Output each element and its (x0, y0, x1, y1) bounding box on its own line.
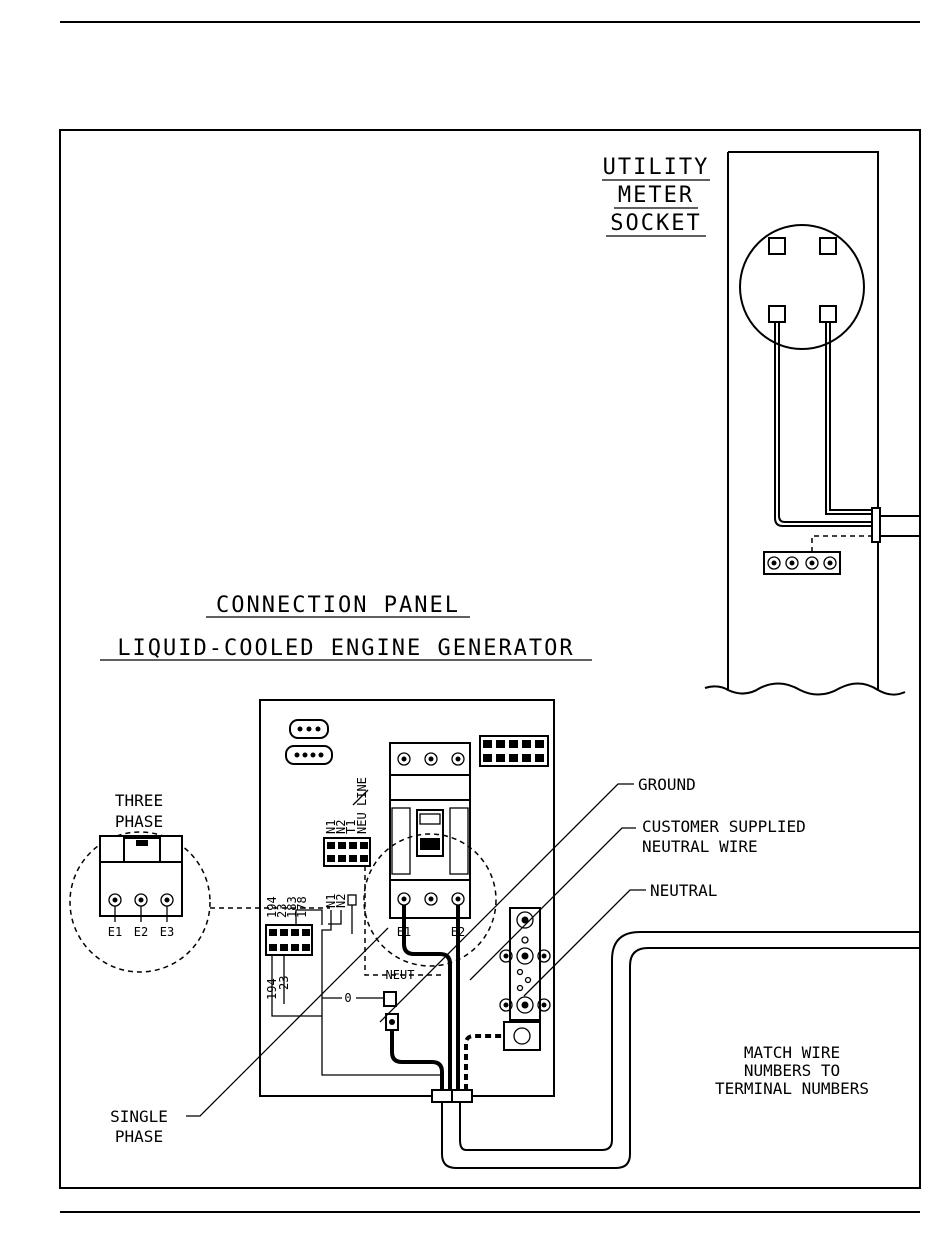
panel-title-line2: LIQUID-COOLED ENGINE GENERATOR (117, 636, 574, 661)
three-phase-e3: E3 (160, 925, 174, 939)
wire-label-0: 0 (344, 991, 351, 1005)
callout-customer-neutral-1: CUSTOMER SUPPLIED (642, 817, 806, 836)
meter-box (728, 152, 878, 690)
wire-label-n2: N2 (334, 894, 348, 908)
utility-meter-socket: UTILITY METER SOCKET (602, 152, 920, 695)
utility-meter-label-line2: METER (618, 183, 694, 208)
neut-label: NEUT (386, 968, 415, 982)
utility-meter-label-line1: UTILITY (603, 155, 710, 180)
meter-jaw (769, 238, 785, 254)
conduit-fitting (872, 508, 880, 542)
connection-panel: E1 E2 N1 N2 T1 NEU LINE N1 N2 194 23 183… (260, 700, 554, 1102)
panel-title-line1: CONNECTION PANEL (216, 593, 460, 618)
callout-ground: GROUND (638, 775, 696, 794)
ground-conductor (392, 1030, 442, 1090)
wire-label-178: 178 (295, 896, 309, 918)
meter-jaw (820, 306, 836, 322)
note-match-2: NUMBERS TO (744, 1061, 840, 1080)
label-neu: NEU (355, 812, 369, 834)
three-phase-e1: E1 (108, 925, 122, 939)
callout-customer-neutral-2: NEUTRAL WIRE (642, 837, 758, 856)
meter-jaw (769, 306, 785, 322)
meter-jaw (820, 238, 836, 254)
three-phase-e2: E2 (134, 925, 148, 939)
note-match-1: MATCH WIRE (744, 1043, 840, 1062)
ground-lug (384, 992, 396, 1006)
customer-neutral-conductor (466, 1036, 502, 1090)
callout-neutral: NEUTRAL (650, 881, 717, 900)
meter-wire (826, 322, 876, 514)
note-match-3: TERMINAL NUMBERS (715, 1079, 869, 1098)
meter-box-break (705, 683, 905, 694)
meter-face (740, 225, 864, 349)
three-phase-label-1: THREE (115, 791, 163, 810)
three-phase-label-2: PHASE (115, 812, 163, 831)
panel-connector (286, 746, 332, 764)
label-line: LINE (355, 777, 369, 806)
callout-single-phase-2: PHASE (115, 1127, 163, 1146)
utility-meter-label-line3: SOCKET (610, 211, 701, 236)
callout-single-phase-1: SINGLE (110, 1107, 168, 1126)
